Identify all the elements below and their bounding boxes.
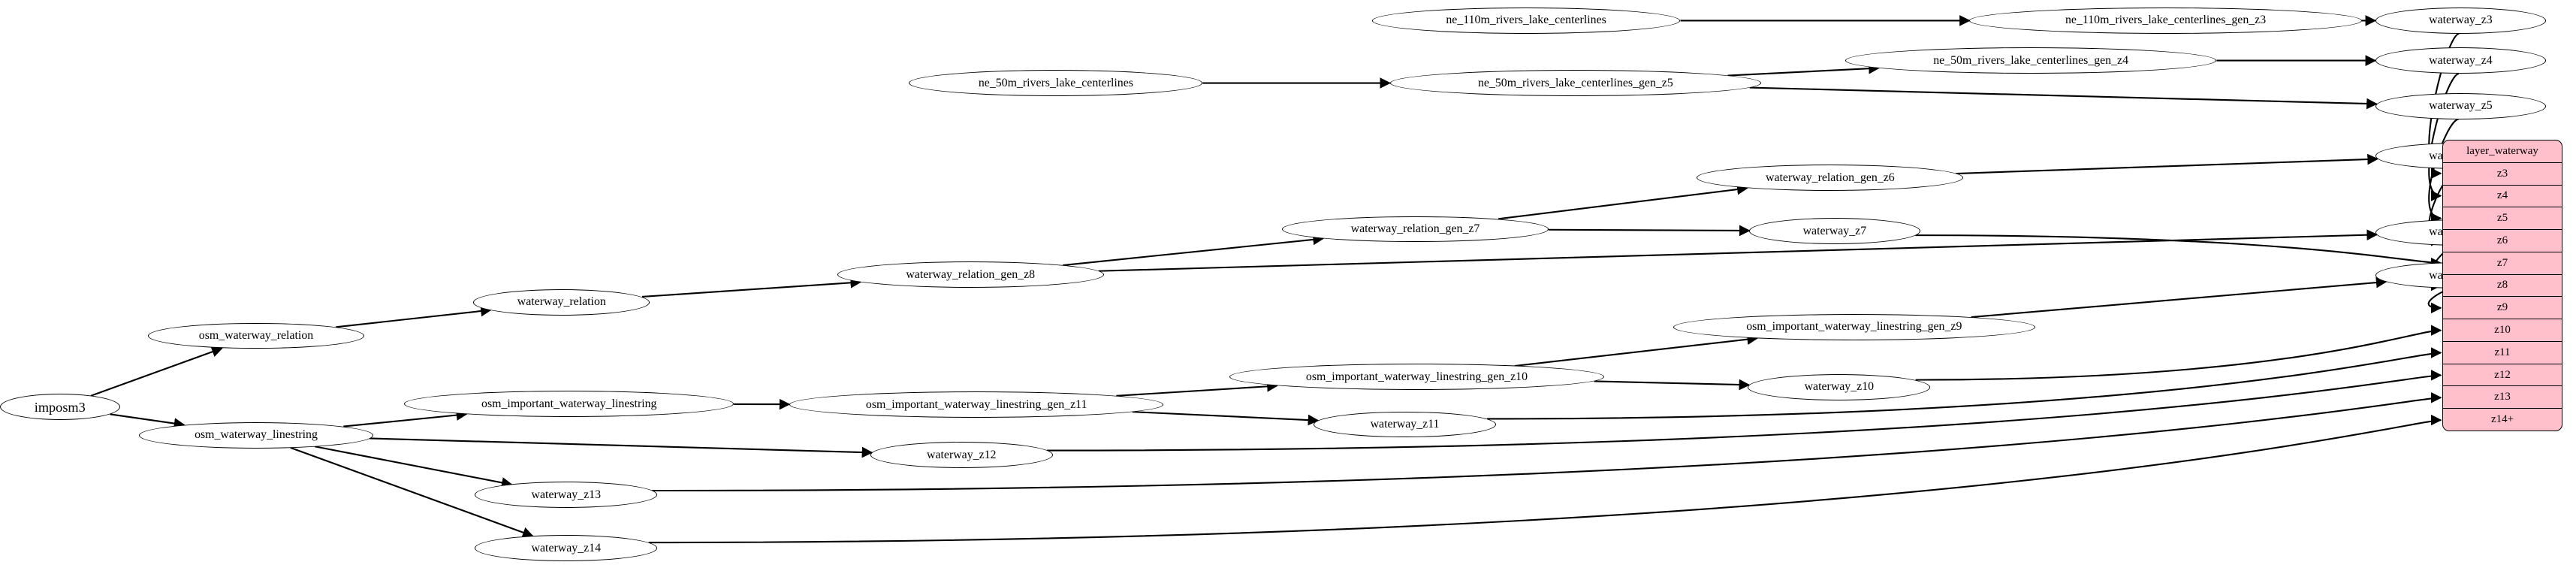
node-label: waterway_z5 [2429, 99, 2493, 113]
graph-node-osm-important-waterway-linestring-gen-z9[interactable]: osm_important_waterway_linestring_gen_z9 [1673, 313, 2036, 340]
node-label: ne_50m_rivers_lake_centerlines_gen_z5 [1477, 76, 1673, 89]
graph-node-waterway-relation[interactable]: waterway_relation [473, 289, 650, 316]
graph-node-osm-important-waterway-linestring[interactable]: osm_important_waterway_linestring [404, 391, 734, 418]
record-row-z9[interactable]: z9 [2443, 297, 2562, 320]
node-label: osm_important_waterway_linestring_gen_z9 [1746, 320, 1962, 334]
graph-node-ne-50m-rivers-lake-centerlines-gen-z5[interactable]: ne_50m_rivers_lake_centerlines_gen_z5 [1389, 70, 1762, 96]
node-label: waterway_relation_gen_z6 [1766, 171, 1895, 184]
node-label: osm_important_waterway_linestring_gen_z1… [865, 397, 1087, 411]
node-label: waterway_z14 [531, 541, 602, 554]
graph-node-osm-important-waterway-linestring-gen-z10[interactable]: osm_important_waterway_linestring_gen_z1… [1229, 364, 1604, 391]
node-label: waterway_z4 [2429, 53, 2493, 67]
node-label: waterway_z10 [1804, 380, 1875, 394]
node-label: waterway_relation_gen_z7 [1350, 222, 1480, 236]
node-label: waterway_z11 [1370, 418, 1440, 431]
node-label: ne_50m_rivers_lake_centerlines_gen_z4 [1933, 53, 2129, 67]
node-label: waterway_z3 [2429, 14, 2493, 27]
node-label: imposm3 [34, 399, 86, 415]
record-row-z14plus[interactable]: z14+ [2490, 413, 2514, 426]
node-label: waterway_z12 [927, 448, 997, 461]
node-label: waterway_relation [517, 295, 606, 309]
graph-node-waterway-z10[interactable]: waterway_z10 [1748, 373, 1931, 400]
graph-node-waterway-z12[interactable]: waterway_z12 [870, 442, 1053, 469]
graph-node-ne-110m-rivers-lake-centerlines-gen-z3[interactable]: ne_110m_rivers_lake_centerlines_gen_z3 [1969, 7, 2362, 34]
record-row-z8[interactable]: z8 [2443, 275, 2562, 298]
graph-node-ne-50m-rivers-lake-centerlines[interactable]: ne_50m_rivers_lake_centerlines [909, 70, 1203, 96]
graph-node-waterway-relation-gen-z6[interactable]: waterway_relation_gen_z6 [1697, 165, 1964, 192]
node-label: osm_waterway_linestring [195, 428, 318, 442]
graph-node-osm-waterway-relation[interactable]: osm_waterway_relation [148, 322, 364, 349]
record-row-z5[interactable]: z5 [2443, 207, 2562, 231]
node-label: ne_110m_rivers_lake_centerlines [1446, 14, 1606, 27]
graph-node-waterway-z5[interactable]: waterway_z5 [2375, 92, 2547, 119]
graph-node-waterway-z3[interactable]: waterway_z3 [2375, 7, 2547, 34]
graph-node-waterway-z4[interactable]: waterway_z4 [2375, 47, 2547, 74]
node-label: ne_110m_rivers_lake_centerlines_gen_z3 [2065, 14, 2267, 27]
record-row-z10[interactable]: z10 [2443, 319, 2562, 342]
graph-node-imposm3[interactable]: imposm3 [0, 394, 120, 421]
graph-node-waterway-relation-gen-z8[interactable]: waterway_relation_gen_z8 [837, 261, 1104, 289]
record-row-z4[interactable]: z4 [2443, 186, 2562, 208]
node-label: waterway_relation_gen_z8 [906, 267, 1036, 281]
record-row-z13[interactable]: z13 [2443, 386, 2562, 409]
graph-node-waterway-z14[interactable]: waterway_z14 [475, 535, 658, 561]
node-label: osm_important_waterway_linestring_gen_z1… [1305, 370, 1528, 383]
node-label: osm_waterway_relation [198, 329, 314, 343]
graph-node-waterway-z13[interactable]: waterway_z13 [475, 482, 658, 509]
node-label: ne_50m_rivers_lake_centerlines [978, 76, 1133, 89]
record-row-z3[interactable]: z3 [2443, 163, 2562, 186]
graph-node-ne-50m-rivers-lake-centerlines-gen-z4[interactable]: ne_50m_rivers_lake_centerlines_gen_z4 [1845, 47, 2217, 74]
record-row-z11[interactable]: z11 [2443, 342, 2562, 364]
record-header: layer_waterway [2443, 140, 2562, 163]
record-row-z6[interactable]: z6 [2443, 230, 2562, 252]
record-row-z12[interactable]: z12 [2443, 364, 2562, 387]
graph-node-ne-110m-rivers-lake-centerlines[interactable]: ne_110m_rivers_lake_centerlines [1371, 7, 1681, 34]
graph-node-osm-waterway-linestring[interactable]: osm_waterway_linestring [139, 421, 373, 449]
graph-node-osm-important-waterway-linestring-gen-z11[interactable]: osm_important_waterway_linestring_gen_z1… [789, 391, 1164, 418]
graph-node-waterway-relation-gen-z7[interactable]: waterway_relation_gen_z7 [1282, 216, 1549, 243]
node-label: waterway_z7 [1802, 224, 1867, 237]
graph-node-waterway-z7[interactable]: waterway_z7 [1749, 217, 1920, 244]
record-row-z7[interactable]: z7 [2443, 252, 2562, 275]
graph-node-waterway-z11[interactable]: waterway_z11 [1313, 411, 1497, 438]
node-label: waterway_z13 [531, 488, 602, 501]
node-label: osm_important_waterway_linestring [481, 397, 657, 410]
